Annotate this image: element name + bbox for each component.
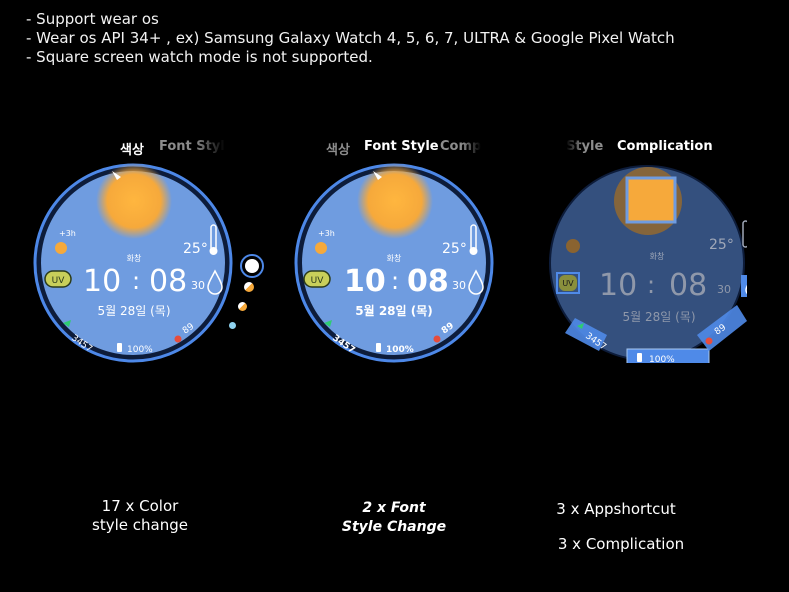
- uv-shortcut-slot[interactable]: [556, 272, 580, 294]
- seconds: 30: [191, 279, 205, 292]
- heart-icon: [705, 337, 713, 345]
- forecast-label: +3h: [59, 229, 76, 238]
- caption-appshortcut: 3 x Appshortcut: [556, 500, 676, 518]
- tab-color[interactable]: 색상: [120, 143, 144, 158]
- caption-line: Style Change: [341, 519, 447, 535]
- battery-icon: [637, 353, 642, 362]
- orange-swatch-icon[interactable]: [238, 302, 247, 311]
- temperature: 25°: [709, 237, 734, 253]
- steps-icon: [324, 320, 332, 327]
- sun-icon: [357, 163, 433, 239]
- watch-dial: [302, 171, 486, 355]
- pointer-icon: [112, 171, 121, 180]
- tab-style[interactable]: Style: [566, 139, 604, 154]
- battery-value: 100%: [127, 345, 153, 355]
- temperature: 25°: [183, 241, 208, 257]
- battery-icon: [117, 343, 122, 352]
- seconds: 30: [452, 279, 466, 292]
- feature-notes: - Support wear os - Wear os API 34+ , ex…: [26, 10, 675, 67]
- hour: 10: [344, 264, 386, 299]
- minute: 08: [407, 264, 449, 299]
- watch-dial: [551, 167, 743, 359]
- tab-complication[interactable]: Comp: [440, 139, 482, 154]
- humidity-icon: [468, 269, 484, 295]
- caption-line: 17 x Color: [101, 497, 179, 515]
- humidity-icon: [207, 269, 223, 295]
- minute: 08: [669, 268, 707, 303]
- watch-face-color[interactable]: +3h 25° 화창 UV 10 : 08 30 5월 28일 (목) 3457…: [33, 163, 233, 363]
- seconds: 30: [717, 283, 731, 296]
- tab-font-style[interactable]: Font Styl: [159, 139, 225, 154]
- battery-value: 100%: [649, 355, 675, 363]
- caption-color: 17 x Color style change: [80, 497, 200, 535]
- hour: 10: [83, 264, 121, 299]
- note-line: - Square screen watch mode is not suppor…: [26, 48, 373, 66]
- watch-face-complication[interactable]: 25° 화창 UV 10 : 08 30 5월 28일 (목) 3457 100…: [547, 163, 747, 363]
- minute: 08: [149, 264, 187, 299]
- thermometer-icon: [742, 220, 747, 248]
- steps-complication-slot[interactable]: [565, 318, 607, 351]
- uv-label: UV: [562, 279, 574, 288]
- battery-value: 100%: [386, 345, 414, 355]
- date: 5월 28일 (목): [355, 303, 433, 318]
- steps-icon: [577, 323, 584, 329]
- white-swatch-icon[interactable]: [240, 254, 264, 278]
- caption-font: 2 x Font Style Change: [334, 499, 454, 537]
- steps-icon: [63, 320, 71, 327]
- date: 5월 28일 (목): [97, 304, 170, 318]
- battery-icon: [376, 343, 381, 352]
- forecast-sun-icon: [315, 242, 327, 254]
- lightblue-swatch-icon[interactable]: [229, 322, 236, 329]
- forecast-sun-icon: [55, 242, 67, 254]
- date: 5월 28일 (목): [622, 310, 695, 324]
- forecast-label: +3h: [318, 229, 335, 238]
- uv-complication: [559, 275, 577, 291]
- humidity-shortcut-slot[interactable]: [741, 275, 747, 297]
- watch-dial: [41, 171, 225, 355]
- uv-complication[interactable]: [44, 270, 72, 288]
- orange-swatch-icon[interactable]: [244, 282, 254, 292]
- sun-icon: [96, 163, 172, 239]
- hour: 10: [599, 268, 637, 303]
- caption-complication: 3 x Complication: [557, 535, 685, 553]
- uv-label: UV: [52, 276, 66, 286]
- caption-line: 2 x Font: [362, 500, 426, 516]
- weather-label: 화창: [387, 254, 402, 263]
- tab-font-style[interactable]: Font Style: [364, 139, 439, 154]
- tab-color[interactable]: 색상: [326, 143, 350, 158]
- colon: :: [391, 267, 399, 295]
- caption-line: style change: [92, 516, 188, 534]
- colon: :: [132, 267, 140, 295]
- weather-label: 화창: [650, 252, 665, 261]
- uv-complication[interactable]: [303, 270, 331, 288]
- watch-face-font[interactable]: +3h 25° 화창 UV 10 : 08 30 5월 28일 (목) 3457…: [294, 163, 494, 363]
- forecast-sun-icon: [566, 239, 580, 253]
- uv-label: UV: [311, 276, 325, 286]
- top-complication-slot[interactable]: [625, 176, 677, 224]
- pointer-icon: [373, 171, 382, 180]
- note-line: - Support wear os: [26, 10, 159, 28]
- battery-complication-slot[interactable]: [626, 348, 710, 363]
- tab-complication[interactable]: Complication: [617, 139, 713, 154]
- weather-label: 화창: [127, 254, 142, 263]
- colon: :: [647, 271, 655, 299]
- heart-icon: [174, 335, 182, 343]
- heart-icon: [433, 335, 441, 343]
- temperature: 25°: [442, 241, 467, 257]
- note-line: - Wear os API 34+ , ex) Samsung Galaxy W…: [26, 29, 675, 47]
